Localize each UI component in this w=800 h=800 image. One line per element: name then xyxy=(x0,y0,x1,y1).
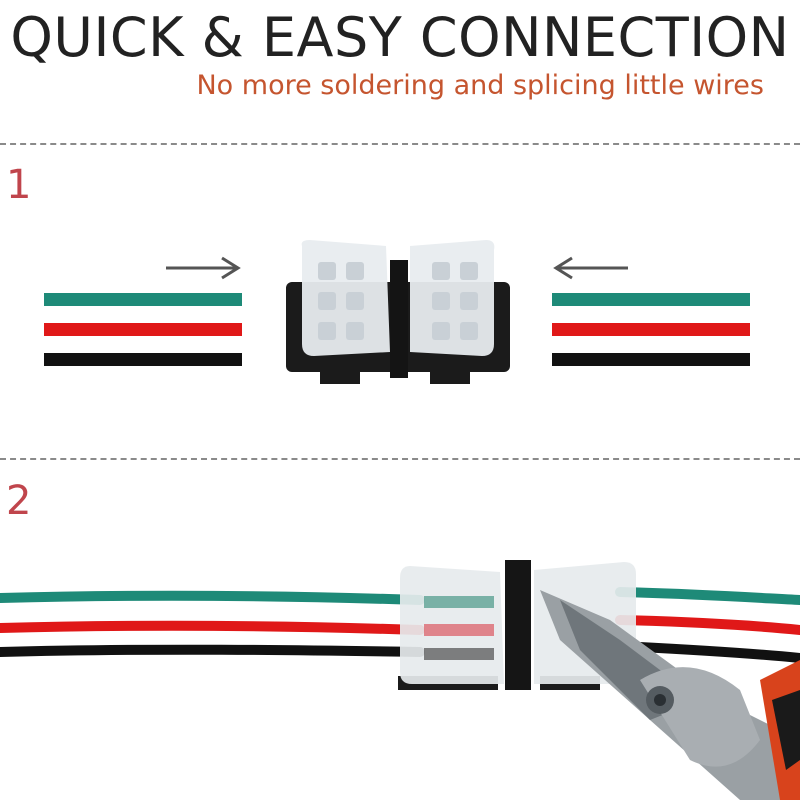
right-black-wire xyxy=(552,353,750,366)
step-number-1: 1 xyxy=(6,162,32,208)
step-number-2: 2 xyxy=(6,478,32,524)
right-red-wire xyxy=(552,323,750,336)
right-green-wire xyxy=(552,293,750,306)
page-subtitle: No more soldering and splicing little wi… xyxy=(196,70,764,101)
pliers-icon xyxy=(540,590,800,800)
divider-middle xyxy=(0,458,800,460)
left-wire-bundle xyxy=(44,293,242,366)
connector-step1 xyxy=(286,240,510,384)
left-green-wire xyxy=(44,293,242,306)
left-red-wire xyxy=(44,323,242,336)
left-arrow-icon xyxy=(553,256,628,280)
right-arrow-icon xyxy=(166,256,241,280)
left-black-wire xyxy=(44,353,242,366)
divider-top xyxy=(0,143,800,145)
page-title: QUICK & EASY CONNECTION xyxy=(10,6,790,69)
right-wire-bundle xyxy=(552,293,750,366)
